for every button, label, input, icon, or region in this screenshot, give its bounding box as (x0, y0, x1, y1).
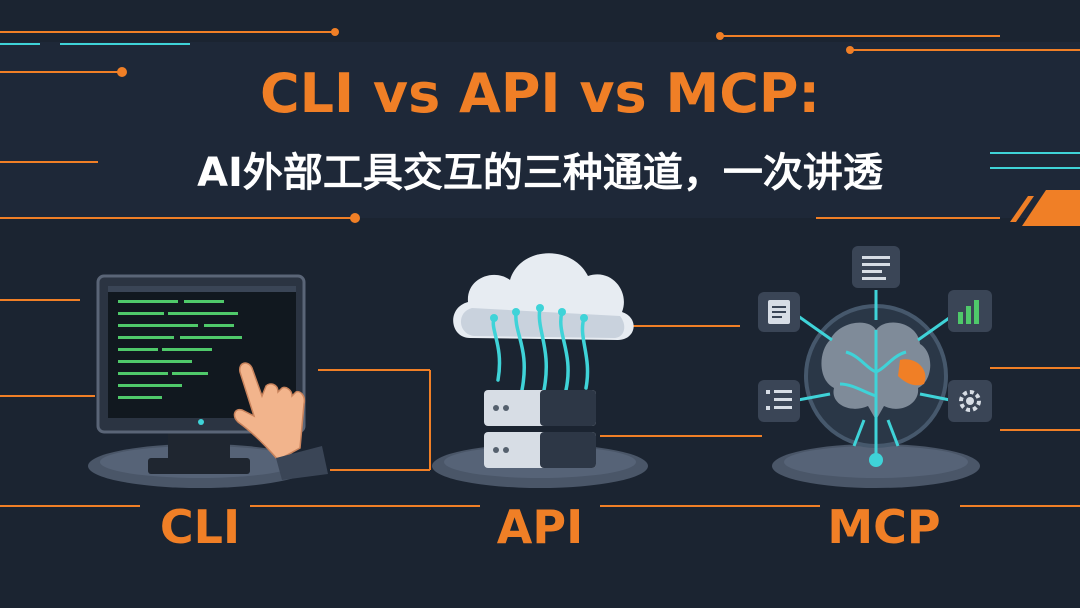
computer-monitor-with-hand-icon (88, 274, 328, 488)
cloud-server-icon (432, 253, 648, 488)
cli-label: CLI (159, 500, 241, 554)
api-label: API (496, 500, 584, 554)
mcp-label: MCP (827, 500, 941, 554)
title-band (0, 42, 1080, 218)
page-title: CLI vs API vs MCP: (259, 62, 820, 125)
page-subtitle: AI外部工具交互的三种通道，一次讲透 (197, 150, 883, 196)
circuit-lines (0, 28, 1080, 507)
brain-hub-icon (758, 246, 992, 488)
